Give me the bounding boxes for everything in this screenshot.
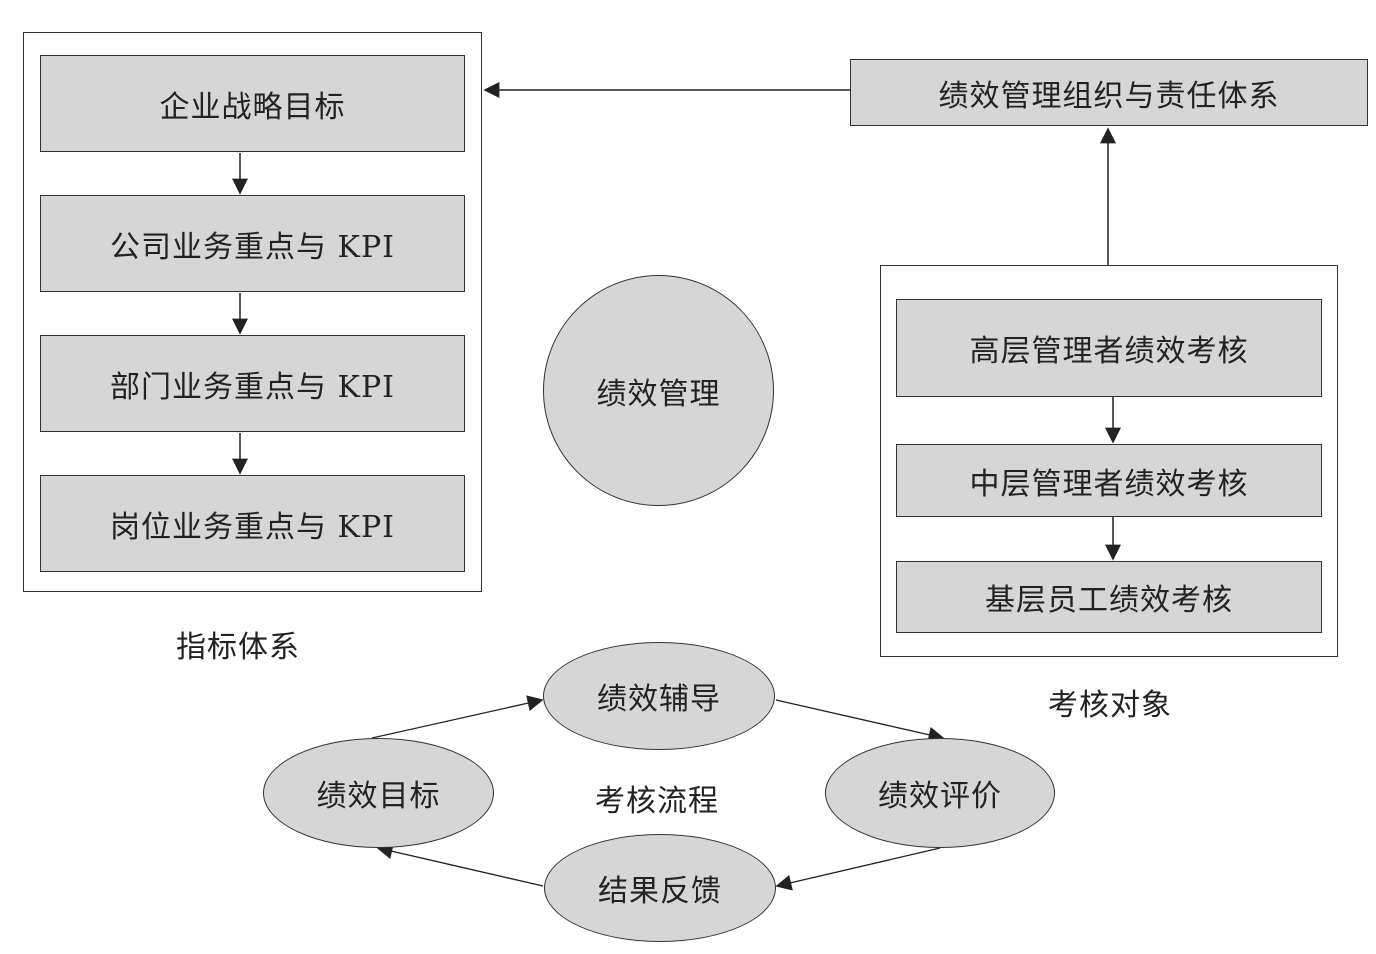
- senior-manager-assessment-box: 高层管理者绩效考核: [896, 299, 1322, 397]
- middle-manager-assessment-box: 中层管理者绩效考核: [896, 444, 1322, 517]
- assessment-targets-frame: [880, 265, 1338, 657]
- process-node-evaluation: 绩效评价: [825, 738, 1055, 848]
- organization-responsibility-box: 绩效管理组织与责任体系: [850, 59, 1368, 126]
- process-caption: 考核流程: [595, 784, 719, 819]
- indicator-system-caption: 指标体系: [176, 630, 300, 665]
- position-kpi-box: 岗位业务重点与 KPI: [40, 475, 465, 572]
- strategy-goal-box: 企业战略目标: [40, 55, 465, 152]
- process-node-goal: 绩效目标: [263, 738, 494, 848]
- company-kpi-box: 公司业务重点与 KPI: [40, 195, 465, 292]
- arrow-coaching-to-evaluation: [775, 699, 945, 743]
- department-kpi-box: 部门业务重点与 KPI: [40, 335, 465, 432]
- arrow-feedback-to-goal: [376, 843, 544, 887]
- arrow-evaluation-to-feedback: [775, 847, 941, 891]
- staff-assessment-box: 基层员工绩效考核: [896, 561, 1322, 633]
- performance-management-circle: 绩效管理: [543, 275, 774, 506]
- arrow-goal-to-coaching: [371, 695, 544, 739]
- assessment-targets-caption: 考核对象: [1048, 688, 1172, 723]
- process-node-coaching: 绩效辅导: [543, 642, 775, 750]
- indicator-system-frame: [23, 32, 482, 592]
- process-node-feedback: 结果反馈: [544, 834, 776, 942]
